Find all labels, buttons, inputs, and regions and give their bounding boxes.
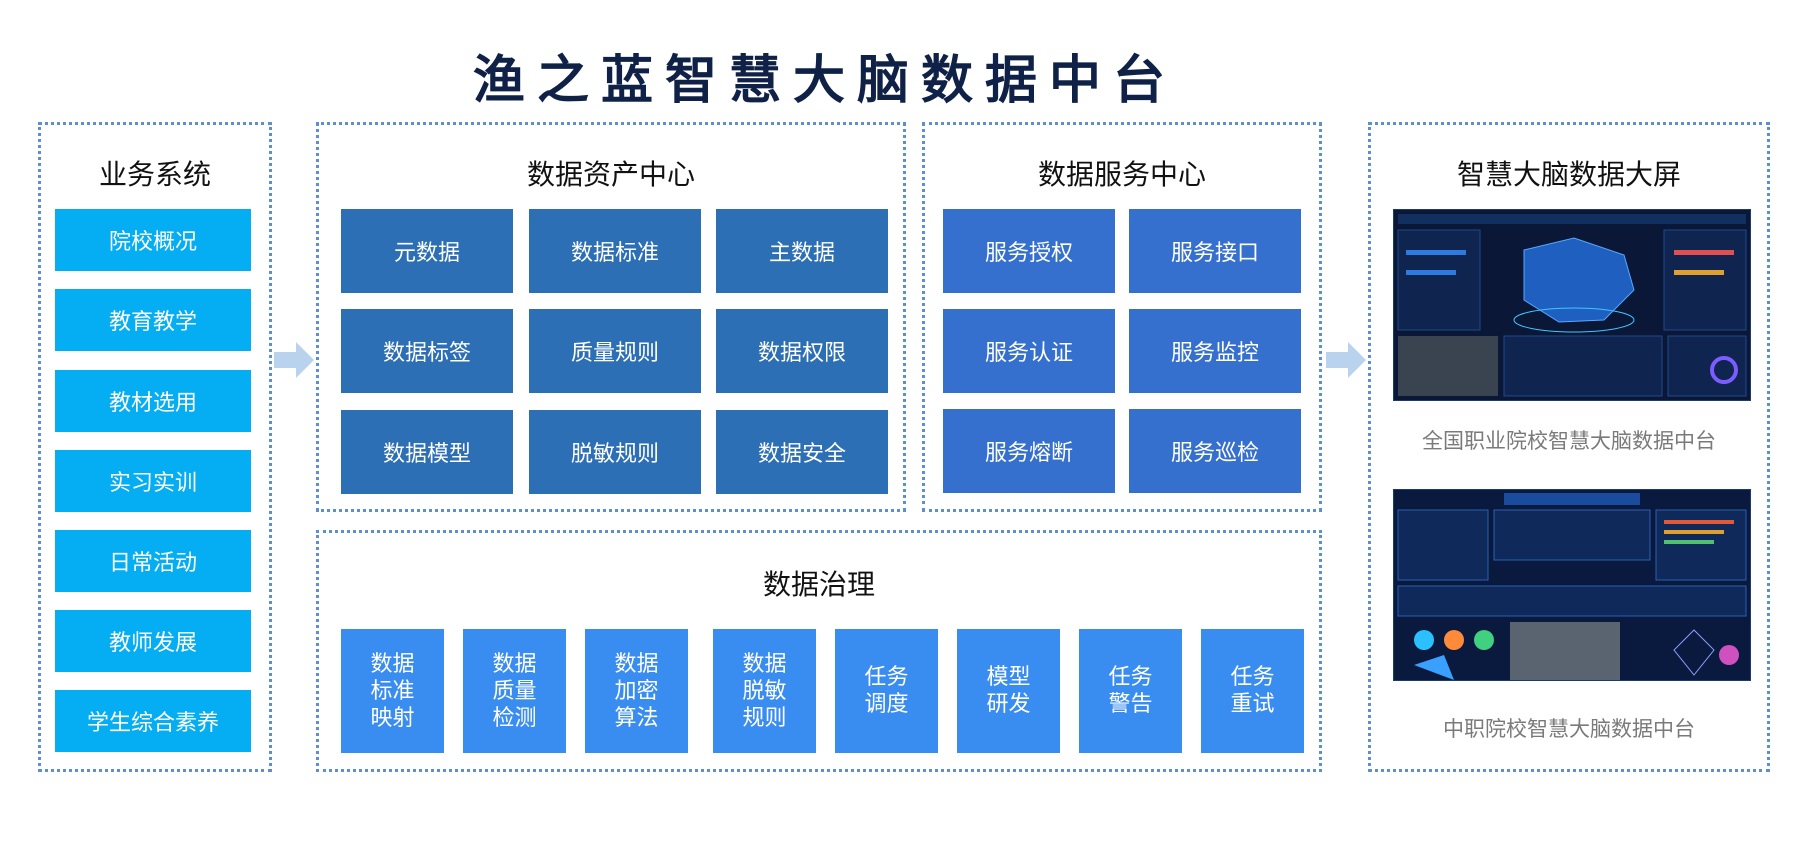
governance-item-line: 数据 [614,651,659,677]
governance-item-label: 任务警告 [1108,664,1152,718]
service-center-title: 数据服务中心 [1037,158,1206,191]
governance-item-line: 警告 [1108,692,1153,717]
asset-item[interactable]: 数据权限 [716,309,888,393]
governance-item-line: 映射 [370,705,415,731]
governance-item-label: 数据标准映射 [370,651,414,732]
governance-item-line: 重试 [1230,692,1275,717]
governance-item-line: 数据 [370,651,415,677]
governance-item-line: 数据 [742,651,787,677]
screen-caption: 中职院校智慧大脑数据中台 [1443,717,1695,741]
asset-item[interactable]: 元数据 [341,209,513,293]
governance-item-label: 数据脱敏规则 [742,651,786,732]
asset-item[interactable]: 数据安全 [716,410,888,494]
governance-item-label: 数据加密算法 [614,651,658,732]
governance-item-line: 算法 [614,705,659,731]
governance-item[interactable]: 任务警告 [1079,629,1182,753]
service-item[interactable]: 服务巡检 [1129,409,1301,493]
governance-item-line: 任务 [864,665,909,690]
business-panel: 业务系统 院校概况 教育教学 教材选用 实习实训 日常活动 教师发展 学生综合素… [38,122,272,772]
business-item[interactable]: 教师发展 [55,610,251,672]
governance-item-label: 模型研发 [986,664,1030,718]
governance-item-line: 模型 [986,665,1031,690]
governance-item[interactable]: 数据标准映射 [341,629,444,753]
business-item[interactable]: 教材选用 [55,370,251,432]
governance-item-line: 任务 [1230,665,1275,690]
asset-item[interactable]: 数据标签 [341,309,513,393]
business-item[interactable]: 实习实训 [55,450,251,512]
governance-item[interactable]: 模型研发 [957,629,1060,753]
service-item[interactable]: 服务接口 [1129,209,1301,293]
governance-item-label: 任务调度 [864,664,908,718]
governance-item-line: 研发 [986,692,1031,717]
service-item[interactable]: 服务认证 [943,309,1115,393]
business-item[interactable]: 日常活动 [55,530,251,592]
governance-title: 数据治理 [762,568,875,601]
screen-panel-title: 智慧大脑数据大屏 [1456,158,1681,191]
governance-item-label: 数据质量检测 [492,651,536,732]
service-item[interactable]: 服务监控 [1129,309,1301,393]
governance-item-line: 标准 [370,678,415,704]
asset-item[interactable]: 质量规则 [529,309,701,393]
asset-item[interactable]: 脱敏规则 [529,410,701,494]
governance-item[interactable]: 任务重试 [1201,629,1304,753]
governance-item[interactable]: 数据脱敏规则 [713,629,816,753]
asset-item[interactable]: 主数据 [716,209,888,293]
governance-item[interactable]: 数据加密算法 [585,629,688,753]
screen-caption: 全国职业院校智慧大脑数据中台 [1422,429,1716,453]
business-item[interactable]: 教育教学 [55,289,251,351]
governance-item-line: 任务 [1108,665,1153,690]
governance-item[interactable]: 任务调度 [835,629,938,753]
business-item[interactable]: 院校概况 [55,209,251,271]
asset-center-panel: 数据资产中心 元数据 数据标准 主数据 数据标签 质量规则 数据权限 数据模型 … [316,122,906,512]
page-title: 渔之蓝智慧大脑数据中台 [472,51,1177,111]
governance-item-label: 任务重试 [1230,664,1274,718]
business-panel-title: 业务系统 [98,158,211,191]
governance-item-line: 脱敏 [742,678,787,704]
service-center-panel: 数据服务中心 服务授权 服务接口 服务认证 服务监控 服务熔断 服务巡检 [922,122,1322,512]
governance-panel: 数据治理 数据标准映射数据质量检测数据加密算法数据脱敏规则任务调度模型研发任务警… [316,530,1322,772]
asset-item[interactable]: 数据模型 [341,410,513,494]
governance-item-line: 质量 [492,678,537,704]
dashboard-screenshot-national[interactable] [1393,209,1751,401]
governance-item-line: 检测 [492,705,537,731]
service-item[interactable]: 服务熔断 [943,409,1115,493]
dashboard-screenshot-vocational[interactable] [1393,489,1751,681]
governance-item-line: 加密 [614,678,659,704]
governance-item-line: 数据 [492,651,537,677]
asset-item[interactable]: 数据标准 [529,209,701,293]
governance-item-line: 调度 [864,692,909,717]
asset-center-title: 数据资产中心 [526,158,695,191]
service-item[interactable]: 服务授权 [943,209,1115,293]
business-item[interactable]: 学生综合素养 [55,690,251,752]
flow-arrow-icon [1326,342,1366,378]
screen-panel: 智慧大脑数据大屏 全国职业院校智慧大脑数据中台 [1368,122,1770,772]
governance-item[interactable]: 数据质量检测 [463,629,566,753]
governance-item-line: 规则 [742,705,787,731]
flow-arrow-icon [274,342,314,378]
